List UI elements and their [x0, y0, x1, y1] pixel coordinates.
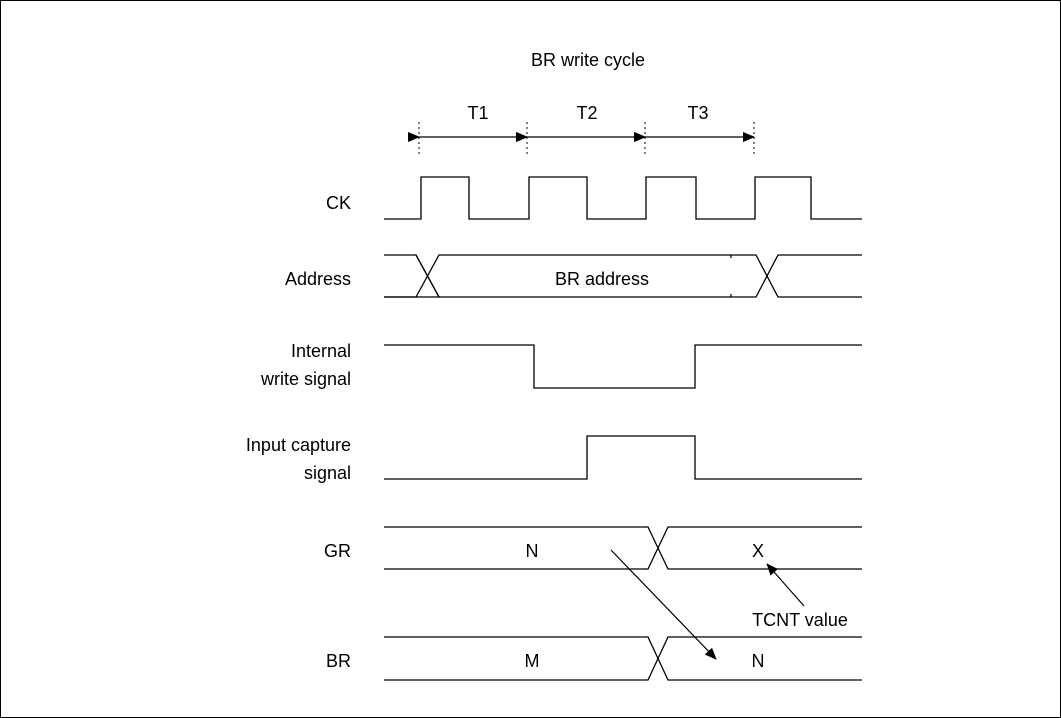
- address-bus: [384, 254, 862, 298]
- signal-label-write-line1: Internal: [291, 341, 351, 361]
- ck-waveform: [384, 176, 862, 220]
- gr-to-br-transfer-arrow: [610, 549, 717, 660]
- signal-label-capture-line2: signal: [304, 463, 351, 483]
- gr-value-before: N: [526, 541, 539, 561]
- address-bus-value: BR address: [555, 269, 649, 289]
- tcnt-pointer-arrow: [766, 563, 805, 607]
- phase-markers: [418, 122, 755, 155]
- signal-label-write-line2: write signal: [260, 369, 351, 389]
- gr-value-after: X: [752, 541, 764, 561]
- br-value-before: M: [525, 651, 540, 671]
- diagram-title: BR write cycle: [531, 50, 645, 70]
- br-value-after: N: [752, 651, 765, 671]
- signal-label-ck: CK: [326, 193, 351, 213]
- signal-label-gr: GR: [324, 541, 351, 561]
- input-capture-waveform: [384, 435, 862, 480]
- br-bus: [384, 636, 862, 681]
- phase-label-t1: T1: [467, 103, 488, 123]
- phase-label-t3: T3: [687, 103, 708, 123]
- gr-bus: [384, 526, 862, 570]
- internal-write-waveform: [384, 344, 862, 389]
- signal-label-capture-line1: Input capture: [246, 435, 351, 455]
- signal-label-address: Address: [285, 269, 351, 289]
- signal-label-br: BR: [326, 651, 351, 671]
- phase-label-t2: T2: [576, 103, 597, 123]
- tcnt-value-annotation: TCNT value: [752, 610, 848, 630]
